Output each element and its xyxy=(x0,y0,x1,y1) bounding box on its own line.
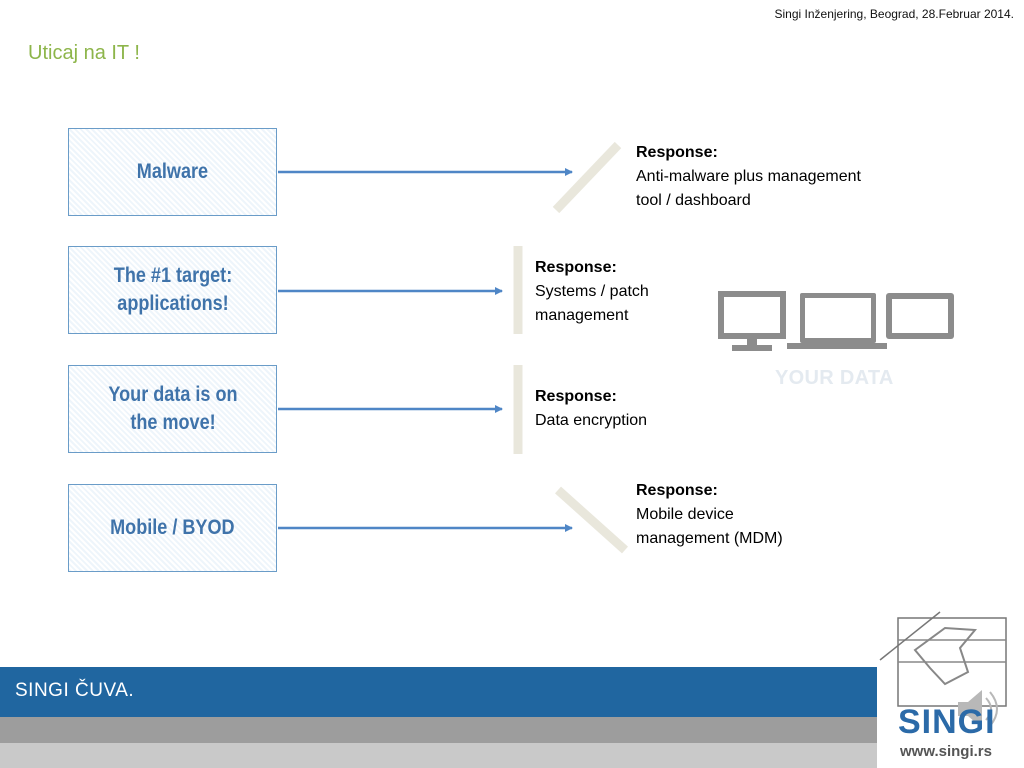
footer-band: SINGI ČUVA. xyxy=(0,667,877,717)
threat-box-applications: The #1 target: applications! xyxy=(68,246,277,334)
threat-label: Mobile / BYOD xyxy=(110,516,235,539)
monitor-icon xyxy=(718,291,786,351)
logo-url[interactable]: www.singi.rs xyxy=(900,743,992,760)
response-text: Anti-malware plus management tool / dash… xyxy=(636,168,861,209)
speaker-icon[interactable] xyxy=(958,690,998,728)
response-text: Systems / patch management xyxy=(535,283,649,324)
devices-caption: YOUR DATA xyxy=(775,367,894,389)
logo-name: SINGI xyxy=(898,703,996,741)
response-label: Response: xyxy=(636,482,718,499)
response-malware: Response: Anti-malware plus management t… xyxy=(636,141,876,213)
laptop-icon xyxy=(787,293,887,349)
threat-box-malware: Malware xyxy=(68,128,277,216)
response-text: Data encryption xyxy=(535,412,648,429)
tablet-icon xyxy=(886,293,954,339)
response-data-move: Response: Data encryption xyxy=(535,385,705,433)
threat-label: Your data is on the move! xyxy=(107,383,238,434)
footer-stripe xyxy=(0,717,877,743)
response-applications: Response: Systems / patch management xyxy=(535,256,665,328)
response-label: Response: xyxy=(535,388,617,405)
response-label: Response: xyxy=(535,259,617,276)
threat-label: The #1 target: applications! xyxy=(113,264,232,315)
threat-box-mobile-byod: Mobile / BYOD xyxy=(68,484,277,572)
response-mobile: Response: Mobile device management (MDM) xyxy=(636,479,801,551)
footer-slogan: SINGI ČUVA. xyxy=(15,680,135,701)
slide-title: Uticaj na IT ! xyxy=(28,42,140,64)
deflector-bar-mobile xyxy=(554,486,629,554)
response-text: Mobile device management (MDM) xyxy=(636,506,783,547)
footer-stripe xyxy=(0,743,877,768)
singi-logo-icon xyxy=(879,611,1007,707)
threat-box-data-move: Your data is on the move! xyxy=(68,365,277,453)
threat-label: Malware xyxy=(136,160,209,183)
header-note: Singi Inženjering, Beograd, 28.Februar 2… xyxy=(774,7,1015,21)
response-label: Response: xyxy=(636,144,718,161)
deflector-bar-malware xyxy=(552,141,622,214)
